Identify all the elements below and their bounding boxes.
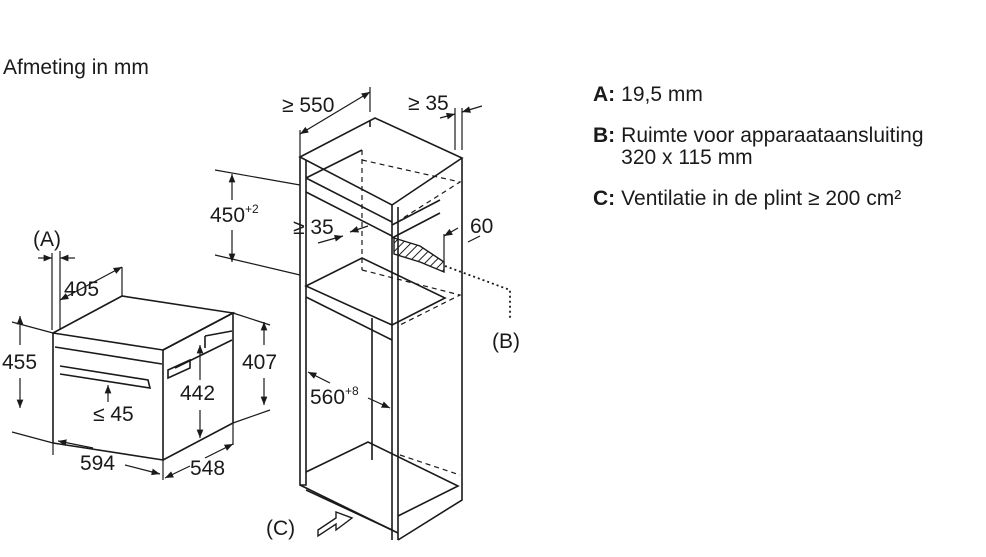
legend-item-c: C: Ventilatie in de plint ≥ 200 cm²	[593, 188, 924, 210]
legend-item-a: A: 19,5 mm	[593, 83, 924, 106]
dim-cabinet-depth: ≥ 550	[282, 94, 334, 117]
dim-niche-height-tol: +2	[245, 202, 259, 216]
dim-handle-gap: ≤ 45	[93, 403, 134, 426]
dim-niche-width-tol: +8	[345, 384, 359, 398]
appliance-drawing	[52, 295, 236, 461]
legend-key-c: C:	[593, 187, 616, 211]
dim-a-label: (A)	[33, 228, 61, 251]
connection-space	[393, 237, 445, 274]
label-c: (C)	[266, 517, 295, 540]
label-b: (B)	[492, 330, 520, 353]
ventilation-arrow	[317, 510, 354, 538]
dim-width: 594	[80, 452, 115, 475]
legend: A: 19,5 mm B: Ruimte voor apparaataanslu…	[593, 83, 924, 229]
cabinet-drawing	[298, 117, 464, 541]
legend-item-b: B: Ruimte voor apparaataansluiting 320 x…	[593, 124, 924, 170]
cabinet-dimensions	[214, 87, 483, 409]
legend-text-c: Ventilatie in de plint ≥ 200 cm²	[621, 187, 902, 211]
dim-height-inner: 442	[180, 382, 215, 405]
legend-key-b: B:	[593, 124, 616, 148]
appliance-dimensions	[11, 251, 271, 480]
dim-depth-top: 405	[64, 278, 99, 301]
dim-height-right: 407	[242, 351, 277, 374]
dim-niche-height-group: 450+2	[210, 202, 259, 227]
caption: Afmeting in mm	[3, 56, 149, 79]
dim-niche-width: 560	[310, 386, 345, 409]
dim-niche-width-group: 560+8	[310, 384, 359, 409]
dim-height-total: 455	[2, 351, 37, 374]
legend-text-a: 19,5 mm	[621, 83, 703, 106]
b-leader	[444, 265, 511, 320]
cabinet-hidden-lines	[361, 150, 462, 476]
legend-text-b: Ruimte voor apparaataansluiting 320 x 11…	[621, 124, 924, 170]
dim-conn-depth: 60	[470, 215, 493, 238]
dim-niche-height: 450	[210, 204, 245, 227]
dim-rear-gap: ≥ 35	[293, 216, 334, 239]
dim-side-gap: ≥ 35	[408, 92, 449, 115]
dim-depth: 548	[190, 457, 225, 480]
legend-key-a: A:	[593, 83, 616, 106]
